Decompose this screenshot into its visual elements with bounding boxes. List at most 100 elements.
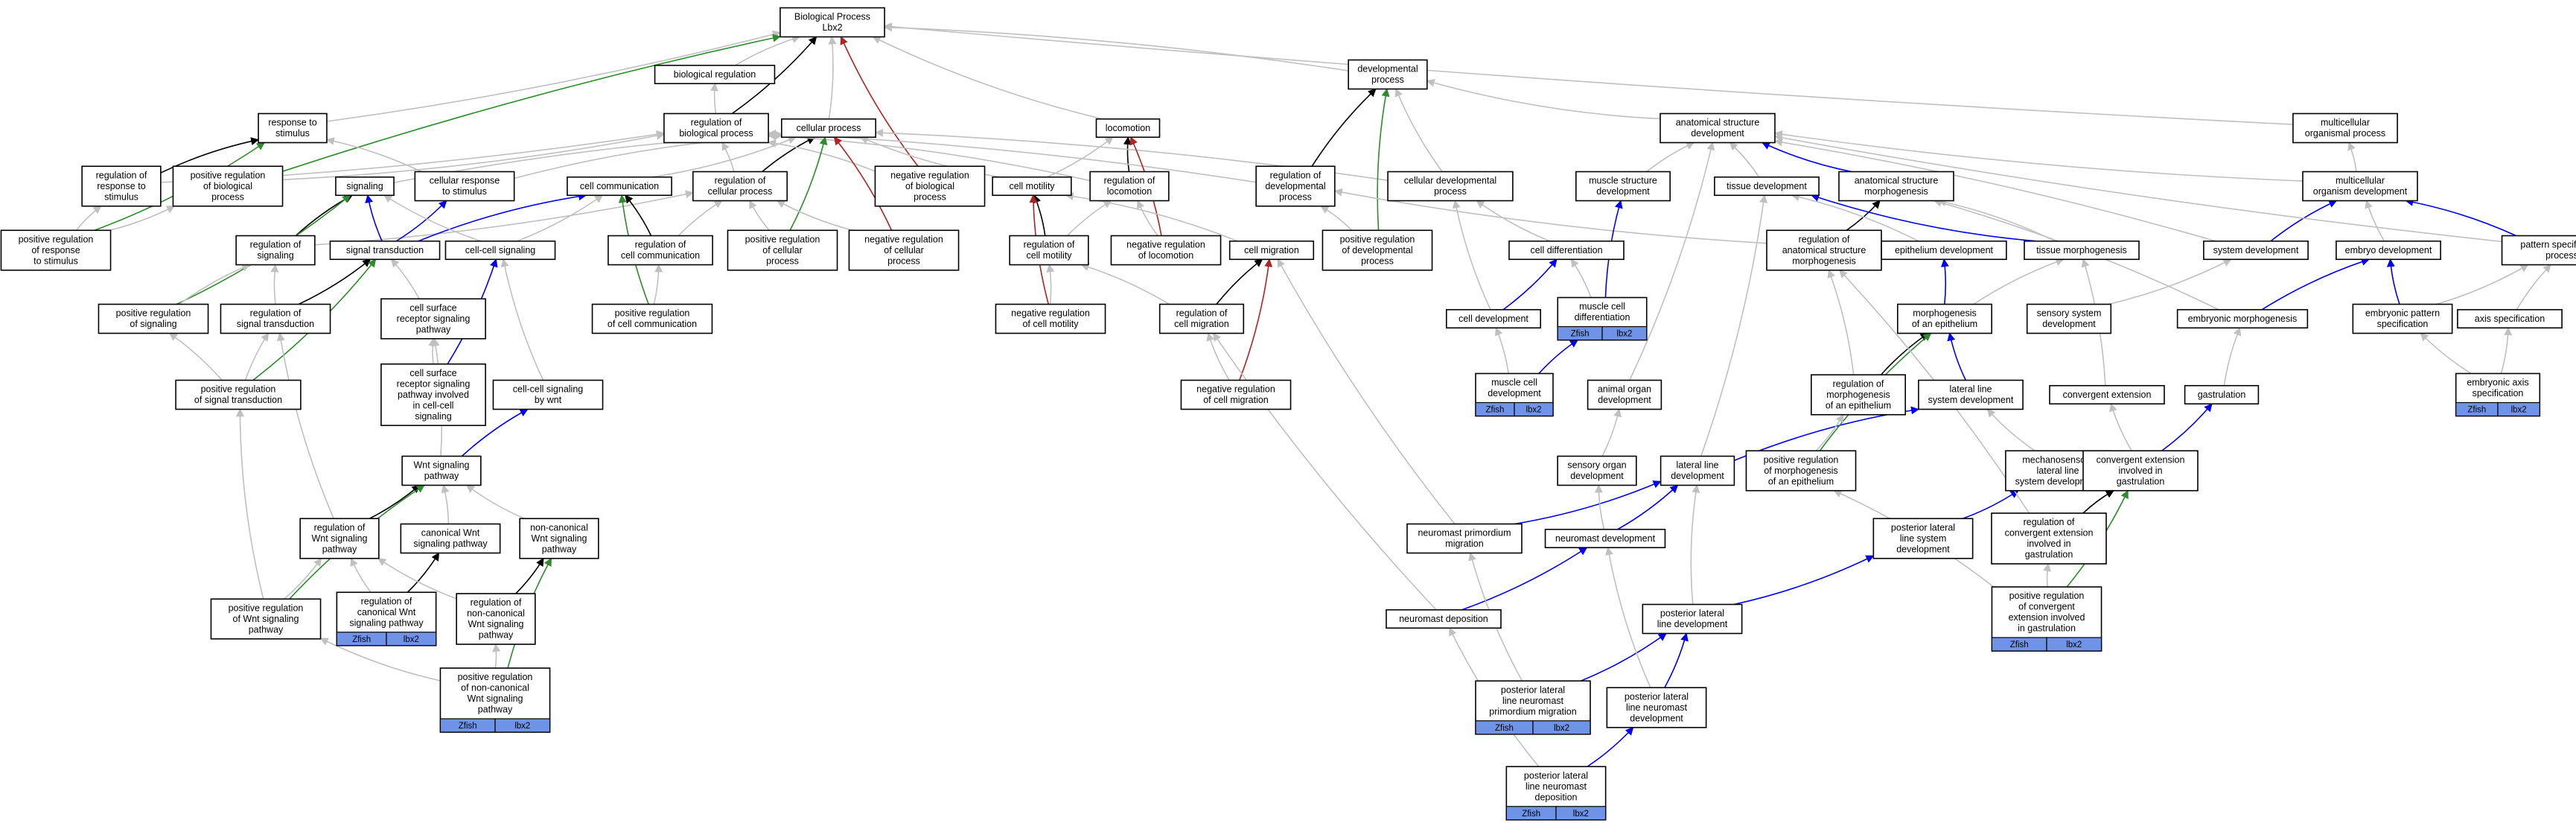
go-term-node-convext[interactable]: convergent extension [2049, 384, 2165, 405]
go-term-node-cellmotility[interactable]: cell motility [992, 176, 1072, 197]
go-term-node-embryomorph[interactable]: embryonic morphogenesis [2176, 308, 2309, 329]
annotation-tag-zfish: Zfish [2010, 641, 2029, 649]
go-term-node-neuromastdep[interactable]: neuromast deposition [1386, 609, 1502, 629]
node-label-line: posterior lateral [1660, 609, 1724, 619]
go-term-node-embryodev[interactable]: embryo development [2336, 240, 2441, 261]
go-term-node-tissuedev[interactable]: tissue development [1714, 176, 1820, 197]
go-term-node-sigtrans[interactable]: signal transduction [329, 240, 441, 261]
node-label-line: line neuromast [1626, 702, 1688, 713]
go-term-node-signaling[interactable]: signaling [335, 176, 395, 197]
go-term-node-locomotion[interactable]: locomotion [1095, 118, 1161, 139]
go-term-node-cellcellsig[interactable]: cell-cell signaling [444, 240, 556, 261]
go-term-node-celldev[interactable]: cell development [1446, 308, 1542, 329]
go-term-node-tissuemorph[interactable]: tissue morphogenesis [2024, 240, 2140, 261]
go-term-node-neuromastdev[interactable]: neuromast development [1544, 528, 1666, 549]
edge-is-a [1136, 200, 1158, 236]
go-term-node-biolreg[interactable]: biological regulation [654, 64, 776, 85]
go-term-node-cellproc[interactable]: cellular process [781, 118, 877, 139]
node-label-line: process [914, 191, 946, 202]
go-term-node-axisspec[interactable]: axis specification [2457, 308, 2563, 329]
go-term-node-patternspec[interactable]: pattern specificationprocess [2501, 235, 2576, 266]
node-label-line: developmental [1265, 181, 1325, 191]
edge-is-a [828, 36, 837, 119]
go-term-node-gastrulation[interactable]: gastrulation [2184, 384, 2260, 405]
go-term-node-systemdev[interactable]: system development [2203, 240, 2309, 261]
go-term-node-cellmigration[interactable]: cell migration [1228, 240, 1315, 261]
node-label-line: neuromast primordium [1418, 528, 1511, 539]
edge-is-a [377, 558, 457, 600]
go-term-node-celldiff[interactable]: cell differentiation [1508, 240, 1625, 261]
go-term-node-epithdev[interactable]: epithelium development [1881, 240, 2007, 261]
go-term-node-cellcomm[interactable]: cell communication [567, 176, 672, 197]
edge-part-of [407, 552, 440, 593]
node-label-line: process [211, 191, 244, 202]
